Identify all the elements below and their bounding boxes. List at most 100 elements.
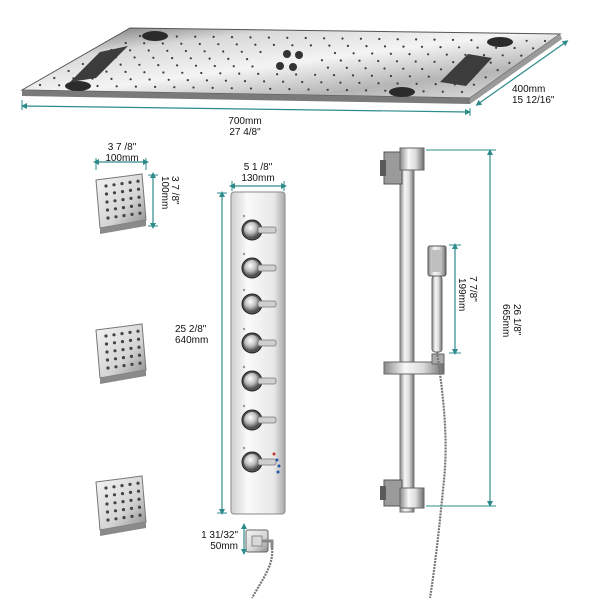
nozzle-dot (276, 73, 279, 76)
nozzle-dot (189, 57, 192, 60)
diverter-knob-icon[interactable] (241, 365, 277, 392)
valve-width-in: 5 1 /8" (243, 162, 273, 173)
nozzle-dot (433, 38, 436, 41)
nozzle-dot (263, 80, 266, 83)
nozzle-dot (383, 67, 386, 70)
nozzle-dot (208, 57, 211, 60)
outlet-width-in: 1 31/32" (201, 530, 238, 541)
head-depth-mm: 400mm (512, 84, 546, 95)
bar-height-in: 26 1/8" (511, 304, 522, 336)
nozzle-dot (272, 43, 275, 47)
valve-height-labels: 25 2/8" 640mm (175, 324, 208, 346)
head-width-mm: 700mm (228, 116, 262, 127)
nozzle-dot (345, 89, 348, 92)
nozzle-dot (124, 41, 127, 45)
nozzle-dot (115, 85, 118, 88)
nozzle-dot (326, 66, 329, 69)
diverter-knob-icon[interactable] (241, 252, 277, 279)
nozzle-dot (267, 36, 270, 39)
nozzle-dot (341, 37, 344, 40)
nozzle-dot (427, 75, 430, 78)
nozzle-dot (227, 57, 230, 61)
nozzle-dot (383, 45, 387, 48)
nozzle-dot (445, 53, 448, 56)
head-depth-labels: 400mm 15 12/16" (512, 84, 554, 106)
valve-height-in: 25 2/8" (175, 324, 207, 335)
jet-width-mm: 100mm (105, 153, 139, 164)
nozzle-dot (532, 47, 535, 50)
valve-panel-icon (230, 191, 286, 515)
jet-width-in: 3 7 /8" (107, 142, 137, 153)
ceiling-rain-shower-head-icon (20, 27, 562, 104)
nozzle-dot (235, 43, 238, 46)
nozzle-dot (396, 82, 399, 85)
nozzle-dot (304, 36, 307, 40)
slide-bar-icon (380, 147, 445, 513)
nozzle-dot (345, 66, 348, 69)
nozzle-dot (230, 36, 234, 39)
nozzle-dot (249, 87, 253, 90)
nozzle-dot (332, 74, 336, 77)
nozzle-dot (219, 72, 222, 75)
nozzle-dot (371, 52, 374, 55)
nozzle-grid (38, 34, 547, 94)
diverter-knob-icon[interactable] (241, 288, 277, 315)
jet-width-labels: 3 7 /8" 100mm (92, 142, 152, 164)
diverter-knob-icon[interactable] (241, 214, 277, 241)
valve-width-dimension (229, 181, 287, 191)
nozzle-dot (143, 42, 146, 45)
nozzle-dot (166, 49, 169, 52)
nozzle-dot (358, 81, 361, 84)
nozzle-dot (402, 67, 405, 70)
body-jet-icon (95, 173, 147, 234)
nozzle-dot (314, 73, 317, 76)
center-mist-nozzles (276, 50, 303, 71)
nozzle-dot (513, 46, 516, 50)
nozzle-dot (286, 36, 289, 39)
nozzle-dot (133, 56, 136, 59)
nozzle-dot (129, 49, 132, 52)
thermostat-knob-icon[interactable] (241, 446, 277, 473)
nozzle-dot (213, 64, 216, 68)
bar-height-dimension (426, 149, 496, 507)
nozzle-dot (176, 64, 179, 67)
nozzle-dot (180, 42, 183, 45)
nozzle-dot (408, 53, 411, 56)
head-depth-in: 15 12/16" (512, 95, 555, 106)
nozzle-dot (458, 46, 461, 49)
nozzle-dot (81, 62, 84, 66)
body-jet-icon (95, 323, 147, 384)
nozzle-dot (501, 54, 504, 57)
jet-width-dimension (93, 158, 149, 170)
nozzle-dot (402, 45, 405, 48)
nozzle-dot (154, 85, 157, 88)
diverter-knob-icon[interactable] (241, 404, 277, 431)
nozzle-dot (408, 75, 411, 78)
nozzle-dot (464, 53, 467, 56)
nozzle-dot (346, 44, 349, 48)
nozzle-dot (415, 38, 418, 41)
nozzle-dot (217, 43, 220, 46)
nozzle-dot (254, 43, 257, 46)
nozzle-dot (496, 69, 499, 72)
nozzle-dot (365, 45, 368, 48)
nozzle-dot (451, 38, 455, 42)
nozzle-dot (194, 64, 198, 67)
nozzle-dot (364, 67, 367, 70)
nozzle-dot (359, 37, 362, 40)
nozzle-dot (427, 53, 430, 56)
outlet-width-mm: 50mm (210, 541, 238, 552)
nozzle-dot (489, 61, 492, 64)
nozzle-dot (222, 50, 225, 53)
nozzle-dot (301, 80, 304, 84)
nozzle-dot (243, 80, 247, 83)
diverter-knob-icon[interactable] (241, 327, 277, 354)
nozzle-dot (143, 71, 146, 74)
nozzle-dot (194, 35, 197, 38)
nozzle-dot (203, 50, 206, 53)
corner-light (487, 37, 513, 47)
nozzle-dot (198, 42, 201, 46)
nozzle-dot (138, 63, 141, 66)
nozzle-dot (211, 86, 214, 89)
